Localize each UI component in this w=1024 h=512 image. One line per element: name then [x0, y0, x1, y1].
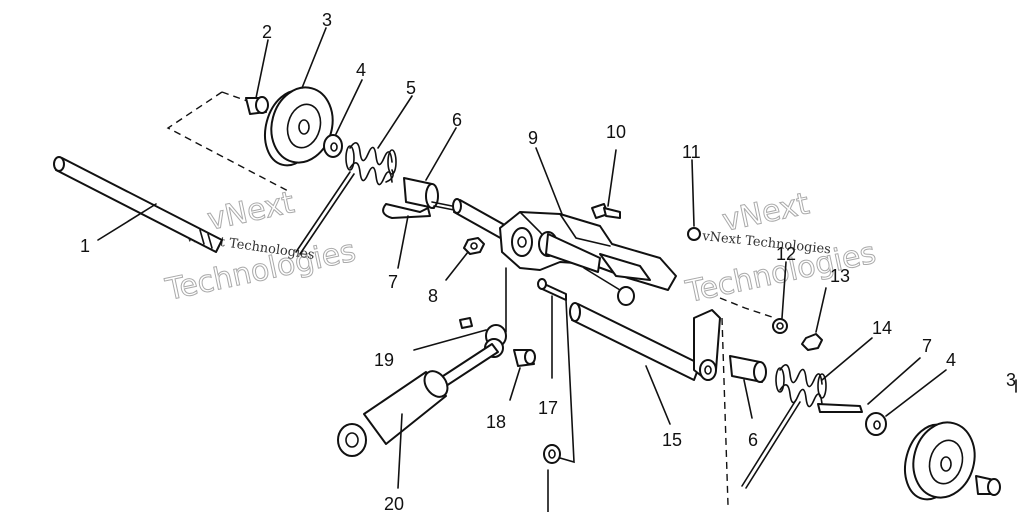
damper-part-20 [337, 343, 499, 457]
callout-1: 1 [80, 236, 90, 256]
callout-15: 15 [662, 430, 682, 450]
callout-17: 17 [538, 398, 558, 418]
callout-3-upper: 3 [322, 10, 332, 30]
washer-part-4-lower [865, 412, 887, 436]
washer-part-12 [772, 318, 788, 334]
nut-part-13 [801, 333, 823, 351]
bushing-part-18 [513, 349, 536, 367]
callout-8: 8 [428, 286, 438, 306]
callout-3-lower: 3 [1006, 370, 1016, 390]
pin-part-19 [459, 317, 473, 329]
watermark-vnext-left: vNext [204, 185, 297, 238]
callout-7-lower: 7 [922, 336, 932, 356]
bracket-part-9 [499, 211, 677, 291]
callout-4-upper: 4 [356, 60, 366, 80]
sleeve-part-6-upper [403, 177, 439, 209]
callout-2: 2 [262, 22, 272, 42]
wheel-part-3-lower [904, 421, 976, 501]
watermark-small-right: vNext Technologies [701, 229, 832, 258]
callout-12: 12 [776, 244, 796, 264]
callout-5: 5 [406, 78, 416, 98]
callout-9: 9 [528, 128, 538, 148]
bushing-part-2-lower [975, 475, 1001, 496]
cross-shaft-part-15 [569, 267, 721, 381]
shaft-part-1 [53, 156, 223, 253]
callout-6-upper: 6 [452, 110, 462, 130]
callout-18: 18 [486, 412, 506, 432]
bushing-part-2 [245, 96, 269, 115]
callout-7-upper: 7 [388, 272, 398, 292]
watermark-vnext-right: vNext [719, 186, 812, 239]
callout-19: 19 [374, 350, 394, 370]
callout-14: 14 [872, 318, 892, 338]
callout-labels: 1 2 3 4 5 6 7 8 9 10 11 12 13 14 7 4 3 1… [80, 10, 1016, 512]
sleeve-part-6-lower [729, 355, 767, 383]
callout-11: 11 [682, 142, 701, 162]
washer-part-4-upper [323, 134, 343, 158]
nut-part-11 [687, 227, 701, 241]
washer-bottom [543, 444, 561, 464]
spring-arm-part-7-upper [382, 201, 455, 219]
bolt-part-10 [591, 203, 621, 219]
callout-6-lower: 6 [748, 430, 758, 450]
callout-10: 10 [606, 122, 626, 142]
callout-20: 20 [384, 494, 404, 512]
spring-arm-part-7-lower [817, 403, 863, 413]
spring-part-14 [741, 364, 827, 489]
leader-lines [97, 27, 1017, 512]
nut-part-8 [463, 237, 485, 255]
wheel-part-3-upper [264, 86, 334, 167]
assembly-dashed-lines [166, 91, 776, 506]
callout-13: 13 [830, 266, 850, 286]
spring-part-5 [295, 142, 397, 255]
callout-4-lower: 4 [946, 350, 956, 370]
